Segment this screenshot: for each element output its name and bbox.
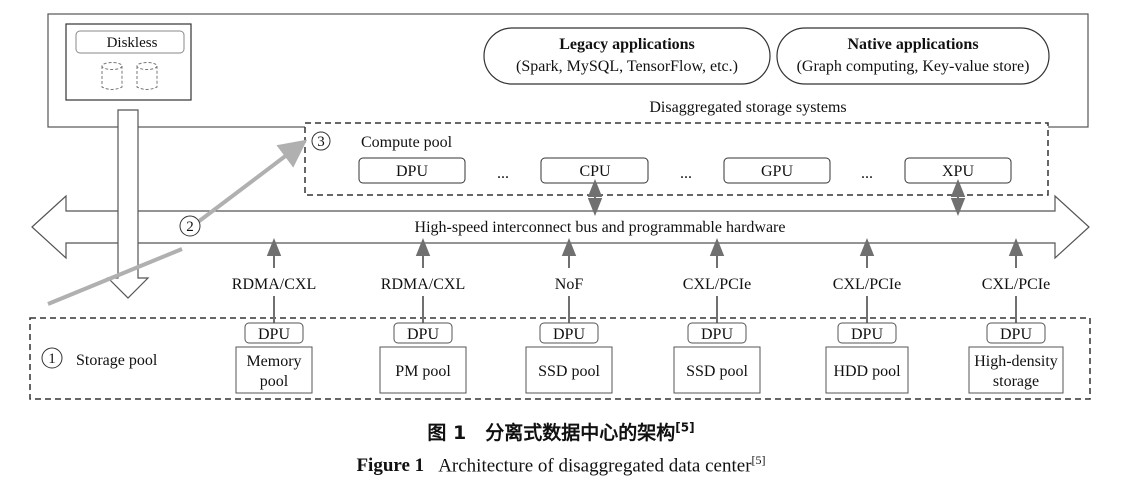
migration-arrow-upper [196,139,308,224]
storage-pool-box [29,317,1091,400]
bus-number: 2 [186,219,194,235]
interconnect-bus-arrow [31,194,1090,260]
storage-pool-unit-label: HDD pool [833,363,901,380]
pool-dpu-label: DPU [701,326,733,343]
storage-pool-unit [673,346,761,394]
caption-figure-number: Figure 1 [356,455,425,477]
compute-unit-gpu: GPU [723,157,831,184]
bus-number-circle [179,215,201,237]
storage-pool-unit-label: storage [993,373,1039,390]
compute-pool-label: Compute pool [361,134,453,151]
pool-dpu-tab [986,322,1046,344]
storage-pool-unit [968,346,1064,394]
caption-chinese-ref: [5] [675,420,695,435]
legacy-applications-examples: (Spark, MySQL, TensorFlow, etc.) [516,58,738,75]
disk-icon [101,62,123,90]
storage-pool-unit-label: High-density [974,353,1058,370]
compute-unit-cpu: CPU [540,157,649,184]
svg-text:DPU: DPU [396,163,428,180]
storage-pool-label: Storage pool [76,352,158,369]
storage-pool-number-circle [41,347,63,369]
pool-dpu-label: DPU [1000,326,1032,343]
svg-text:XPU: XPU [942,163,974,180]
compute-ellipsis: ... [861,165,873,182]
compute-unit-dpu: DPU [358,157,466,184]
compute-ellipsis: ... [497,165,509,182]
pool-dpu-tab [393,322,453,344]
protocol-label: NoF [555,276,584,293]
pool-dpu-label: DPU [851,326,883,343]
interconnect-bus-label: High-speed interconnect bus and programm… [415,219,786,236]
protocol-label: RDMA/CXL [232,276,316,293]
storage-pool-unit [825,346,909,394]
compute-ellipsis: ... [680,165,692,182]
native-applications-box [776,27,1050,85]
native-applications-examples: (Graph computing, Key-value store) [797,58,1030,75]
diskless-label-box [75,30,185,54]
storage-pool-unit-label: SSD pool [686,363,748,380]
protocol-label: CXL/PCIe [982,276,1050,293]
svg-text:CPU: CPU [579,163,611,180]
pool-dpu-tab [244,322,304,344]
storage-pool-unit-label: SSD pool [538,363,600,380]
pool-dpu-tab [837,322,897,344]
legacy-applications-title: Legacy applications [559,36,695,53]
storage-pool-unit [525,346,613,394]
pool-dpu-label: DPU [407,326,439,343]
diskless-box [65,23,192,101]
caption-english: Figure 1 Architecture of disaggregated da… [0,453,1122,477]
storage-systems-label: Disaggregated storage systems [649,99,846,116]
protocol-label: CXL/PCIe [833,276,901,293]
legacy-applications-box [483,27,771,85]
caption-english-ref: [5] [751,453,766,467]
compute-pool-number-circle [311,131,331,151]
compute-unit-xpu: XPU [904,157,1012,184]
pool-dpu-tab [687,322,747,344]
storage-pool-unit-label: PM pool [395,363,451,380]
caption-chinese: 图 1 分离式数据中心的架构[5] [0,418,1122,445]
migration-arrow-lower [47,247,183,306]
protocol-label: RDMA/CXL [381,276,465,293]
caption-english-text: Architecture of disaggregated data cente… [438,455,752,477]
caption-chinese-text: 图 1 分离式数据中心的架构 [427,422,676,444]
storage-pool-unit-label: Memory [246,353,301,370]
pool-dpu-label: DPU [553,326,585,343]
svg-text:GPU: GPU [761,163,793,180]
disk-icon [136,62,158,90]
storage-pool-unit [379,346,467,394]
native-applications-title: Native applications [847,36,978,53]
pool-dpu-tab [539,322,599,344]
compute-pool-number: 3 [317,134,325,150]
storage-pool-number: 1 [48,351,56,367]
diskless-label: Diskless [107,35,158,51]
storage-pool-unit-label: pool [260,373,289,390]
architecture-diagram: Disaggregated storage systems Diskless L… [29,13,1091,400]
storage-pool-unit [235,346,313,394]
pool-dpu-label: DPU [258,326,290,343]
protocol-label: CXL/PCIe [683,276,751,293]
